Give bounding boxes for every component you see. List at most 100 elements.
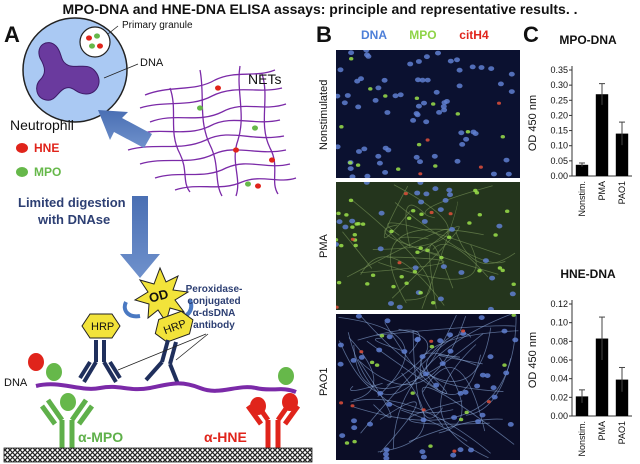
cell-signal — [379, 333, 385, 338]
hne-legend-label: HNE — [34, 141, 59, 155]
net-fiber — [384, 224, 439, 255]
cell-signal — [336, 237, 339, 242]
cell-signal — [447, 348, 454, 354]
cell-signal — [339, 125, 344, 129]
cell-signal — [464, 410, 469, 415]
cell-signal — [456, 67, 463, 73]
cell-signal — [439, 255, 444, 260]
cell-signal — [364, 173, 371, 178]
cell-signal — [475, 419, 482, 424]
cell-signal — [358, 76, 364, 82]
cell-signal — [447, 332, 453, 338]
cell-signal — [455, 112, 460, 116]
cell-signal — [352, 233, 357, 237]
y-tick-label: 0.25 — [550, 95, 568, 105]
net-fiber — [342, 231, 372, 269]
net-fiber — [353, 314, 517, 421]
y-tick-label: 0.15 — [550, 126, 568, 136]
bar-nonstim — [575, 396, 589, 416]
cell-signal — [348, 198, 354, 203]
cell-signal — [420, 454, 427, 460]
release-arrow — [98, 110, 152, 148]
cell-signal — [442, 198, 449, 203]
cell-signal — [419, 449, 426, 455]
nets-granules — [197, 85, 275, 189]
cell-signal — [354, 222, 359, 226]
cell-signal — [441, 107, 448, 113]
cell-signal — [505, 209, 510, 214]
cell-signal — [339, 243, 344, 248]
cell-signal — [376, 347, 383, 353]
micrograph-pma — [336, 182, 520, 310]
cell-signal — [386, 334, 393, 340]
cell-signal — [447, 192, 453, 198]
cell-signal — [416, 142, 422, 147]
capture-antibody-mpo — [39, 398, 95, 448]
cell-signal — [496, 223, 503, 229]
nets-strands — [127, 65, 297, 197]
chart-title: HNE-DNA — [560, 267, 616, 281]
cell-signal — [425, 138, 430, 142]
cell-signal — [419, 212, 424, 216]
cell-signal — [457, 391, 464, 396]
cell-signal — [383, 451, 389, 457]
cell-signal — [337, 342, 344, 348]
panel-label-a: A — [4, 22, 20, 47]
cell-signal — [437, 296, 444, 302]
bar-pao1 — [615, 379, 629, 416]
cell-signal — [487, 354, 494, 360]
cell-signal — [461, 329, 466, 333]
x-tick-label: PAO1 — [617, 181, 627, 204]
net-fiber — [432, 244, 489, 278]
net-fiber — [383, 185, 411, 239]
cell-signal — [447, 58, 454, 64]
cell-signal — [433, 382, 440, 388]
row-label-pma: PMA — [318, 234, 330, 258]
y-tick-label: 0.00 — [550, 411, 568, 421]
cell-signal — [439, 361, 446, 366]
cell-signal — [355, 163, 361, 167]
cell-signal — [368, 87, 373, 91]
cell-signal — [375, 85, 382, 91]
cell-signal — [336, 211, 341, 216]
cell-signal — [431, 102, 436, 106]
cell-signal — [470, 129, 477, 135]
cell-signal — [452, 449, 457, 453]
net-fiber — [366, 340, 447, 395]
cell-signal — [396, 167, 401, 171]
y-tick-label: 0.12 — [550, 299, 568, 309]
cell-signal — [392, 93, 399, 99]
cell-signal — [350, 225, 355, 229]
cell-signal — [350, 358, 357, 363]
cell-signal — [458, 130, 465, 136]
cell-signal — [399, 274, 404, 279]
cell-signal — [458, 270, 465, 275]
net-fiber — [387, 222, 501, 256]
cell-signal — [414, 96, 420, 101]
cell-signal — [508, 71, 515, 77]
cell-signal — [363, 50, 370, 53]
x-tick-label: Nonstim. — [577, 181, 587, 217]
net-fiber — [357, 359, 392, 419]
cell-signal — [500, 135, 505, 139]
net-fiber — [360, 256, 445, 274]
cell-signal — [429, 210, 434, 215]
cell-signal — [377, 391, 384, 396]
x-tick-label: PMA — [597, 181, 607, 201]
cell-signal — [486, 400, 491, 404]
cell-signal — [336, 93, 341, 99]
cell-signal — [348, 161, 353, 165]
cell-signal — [389, 229, 394, 234]
cell-signal — [458, 417, 464, 422]
micrograph-image — [336, 50, 520, 178]
digestion-arrow — [120, 196, 160, 278]
cell-signal — [403, 192, 408, 196]
cell-signal — [359, 350, 364, 354]
net-fiber — [360, 315, 492, 382]
cell-signal — [428, 444, 433, 448]
mpo-protein-2 — [60, 393, 76, 411]
cell-signal — [412, 265, 419, 271]
panel-label-c: C — [523, 22, 539, 47]
cell-signal — [412, 269, 418, 274]
